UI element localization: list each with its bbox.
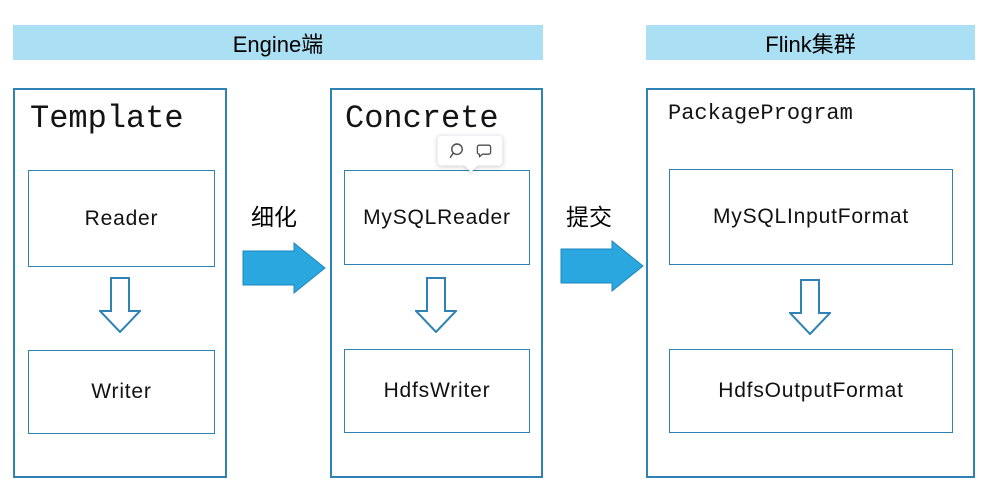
node-writer: Writer bbox=[28, 350, 215, 434]
node-hdfswriter-label: HdfsWriter bbox=[383, 379, 491, 402]
node-reader-label: Reader bbox=[84, 206, 159, 230]
right-arrow-icon bbox=[560, 240, 644, 292]
node-mysqlreader: MySQLReader bbox=[344, 170, 530, 265]
node-reader: Reader bbox=[28, 170, 215, 267]
right-arrow-icon bbox=[242, 242, 326, 294]
comment-icon[interactable] bbox=[475, 142, 493, 160]
banner-flink-label: Flink集群 bbox=[765, 31, 856, 57]
node-hdfsoutputformat-label: HdfsOutputFormat bbox=[718, 379, 904, 402]
node-hdfswriter: HdfsWriter bbox=[344, 349, 530, 433]
banner-engine-label: Engine端 bbox=[232, 31, 324, 57]
down-arrow-icon bbox=[789, 279, 831, 335]
banner-flink: Flink集群 bbox=[646, 25, 975, 60]
node-writer-label: Writer bbox=[91, 380, 152, 403]
node-mysqlinputformat-label: MySQLInputFormat bbox=[712, 205, 910, 228]
node-mysqlinputformat: MySQLInputFormat bbox=[669, 169, 953, 265]
hover-toolbar bbox=[437, 135, 503, 173]
template-title: Template bbox=[30, 100, 184, 137]
magnifier-icon[interactable] bbox=[447, 142, 465, 160]
node-mysqlreader-label: MySQLReader bbox=[363, 205, 511, 229]
node-hdfsoutputformat: HdfsOutputFormat bbox=[669, 349, 953, 433]
down-arrow-icon bbox=[99, 277, 141, 333]
down-arrow-icon bbox=[415, 277, 457, 333]
transition-submit-label: 提交 bbox=[566, 204, 612, 230]
banner-engine: Engine端 bbox=[13, 25, 543, 60]
transition-refine-label: 细化 bbox=[251, 204, 297, 230]
concrete-title: Concrete bbox=[345, 100, 499, 137]
packageprogram-title: PackageProgram bbox=[668, 101, 853, 126]
